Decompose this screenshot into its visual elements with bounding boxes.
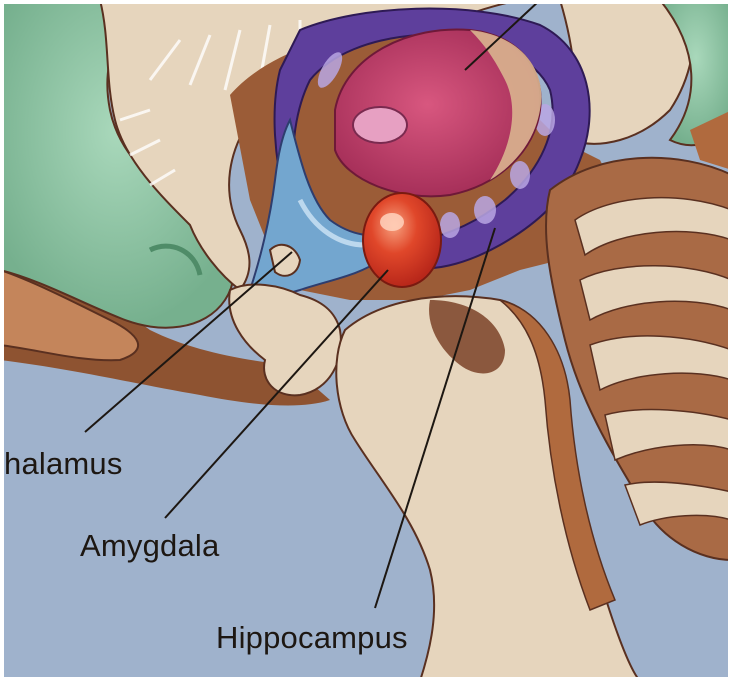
thalamus-nucleus xyxy=(353,107,407,143)
label-amygdala: Amygdala xyxy=(80,528,219,564)
amygdala-sphere xyxy=(363,193,441,287)
label-hypothalamus: halamus xyxy=(4,446,123,482)
label-hippocampus: Hippocampus xyxy=(216,620,408,656)
amygdala-highlight xyxy=(380,213,404,231)
